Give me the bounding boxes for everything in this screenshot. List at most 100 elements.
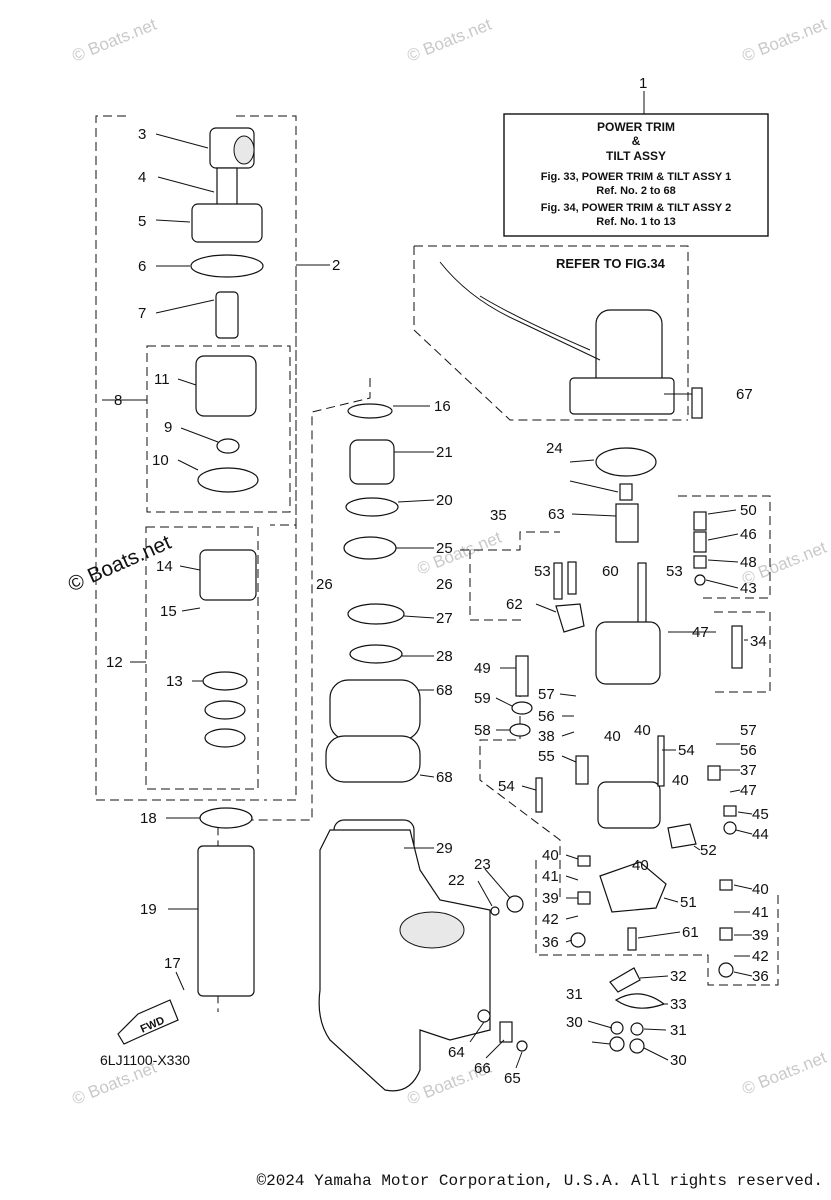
callout-label: 12 [106, 654, 123, 671]
cylinder-housing-29 [318, 829, 491, 1092]
callout-label: 49 [474, 660, 491, 677]
rod-shaft-part [215, 291, 239, 339]
o-ring-9 [216, 438, 240, 454]
callout-label: 30 [670, 1052, 687, 1069]
callout-label: 10 [152, 452, 169, 469]
callout-label: 39 [542, 890, 559, 907]
clip-32 [609, 967, 641, 993]
circlip-28 [349, 644, 403, 664]
pin-54 [535, 777, 543, 813]
info-box-ref-line4: Ref. No. 1 to 13 [596, 216, 675, 228]
bolt-34 [731, 625, 743, 669]
o-ring-16 [347, 403, 393, 419]
callout-label: 26 [436, 576, 453, 593]
group-outlines [95, 115, 779, 1012]
callout-label: 39 [752, 927, 769, 944]
callout-label: 28 [436, 648, 453, 665]
motor-lead-wire [479, 295, 591, 351]
callout-label: 15 [160, 603, 177, 620]
spring-46 [693, 531, 707, 553]
seal-68-top [329, 679, 421, 741]
callout-label: 67 [736, 386, 753, 403]
info-box-ref-line2: Ref. No. 2 to 68 [596, 185, 675, 197]
pump-body [595, 621, 661, 685]
pin-54 [657, 735, 665, 787]
watermark: © Boats.net [739, 1048, 829, 1099]
callout-label: 37 [740, 762, 757, 779]
motor-base-part [569, 377, 675, 415]
bolt-53 [553, 562, 563, 600]
callout-label: 14 [156, 558, 173, 575]
cap-part [349, 439, 395, 485]
callout-label: 59 [474, 690, 491, 707]
callout-label: 61 [682, 924, 699, 941]
bolt-67 [691, 387, 703, 419]
callout-label: 54 [498, 778, 515, 795]
callout-label: 33 [670, 996, 687, 1013]
o-ring-43 [694, 574, 706, 586]
callout-label: 53 [534, 563, 551, 580]
callout-label: 2 [332, 257, 340, 274]
callout-label: 9 [164, 419, 172, 436]
disc-part [204, 700, 246, 720]
ball-48 [693, 555, 707, 569]
callout-label: 3 [138, 126, 146, 143]
watermark: © Boats.net [739, 15, 829, 66]
watermark: © Boats.net [69, 15, 159, 66]
bolt-61 [627, 927, 637, 951]
clip-65 [516, 1040, 528, 1052]
o-ring-36 [718, 962, 734, 978]
callout-label: 13 [166, 673, 183, 690]
part-39 [577, 891, 591, 905]
callout-label: 51 [680, 894, 697, 911]
callout-label: 8 [114, 392, 122, 409]
callout-label: 18 [140, 810, 157, 827]
info-box-ref-line3: Fig. 34, POWER TRIM & TILT ASSY 2 [541, 202, 731, 214]
callout-label: 48 [740, 554, 757, 571]
valve-37 [707, 765, 721, 781]
o-ring-6 [190, 254, 264, 278]
callout-label: 68 [436, 769, 453, 786]
callout-label: 42 [752, 948, 769, 965]
trim-motor [439, 261, 703, 419]
callout-label: 47 [740, 782, 757, 799]
piston-part [195, 355, 257, 417]
callout-label: 11 [154, 371, 170, 388]
spring-26 [619, 483, 633, 501]
info-box-title-line3: TILT ASSY [606, 149, 666, 163]
disc-part [204, 728, 246, 748]
screw-66 [499, 1021, 513, 1043]
seal-30 [609, 1036, 625, 1052]
callout-label: 40 [632, 857, 649, 874]
valve-45 [723, 805, 737, 817]
callout-label: 47 [692, 624, 709, 641]
callout-label: 27 [436, 610, 453, 627]
callout-label: 55 [538, 748, 555, 765]
seal-68-bottom [325, 735, 421, 783]
callout-label: 40 [542, 847, 559, 864]
callout-label: 57 [538, 686, 555, 703]
plug-50 [693, 511, 707, 531]
callout-label: 54 [678, 742, 695, 759]
rod-end-bore [233, 135, 255, 165]
callout-label: 36 [752, 968, 769, 985]
callout-label: 25 [436, 540, 453, 557]
callout-label: 36 [542, 934, 559, 951]
callout-label: 65 [504, 1070, 521, 1087]
leader-lines [102, 133, 753, 1069]
callout-label: 56 [740, 742, 757, 759]
refer-note: REFER TO FIG.34 [556, 256, 666, 271]
callout-label: 52 [700, 842, 717, 859]
part-40 [719, 879, 733, 891]
fwd-arrow [117, 999, 179, 1045]
diagram-code: 6LJ1100-X330 [100, 1052, 190, 1068]
callout-label: 22 [448, 872, 465, 889]
o-ring-64 [477, 1009, 491, 1023]
filter-63 [615, 503, 639, 543]
seat-58 [509, 723, 531, 737]
callout-label: 7 [138, 305, 146, 322]
washer-27 [347, 603, 405, 625]
seal-30 [629, 1038, 645, 1054]
part-39 [719, 927, 733, 941]
